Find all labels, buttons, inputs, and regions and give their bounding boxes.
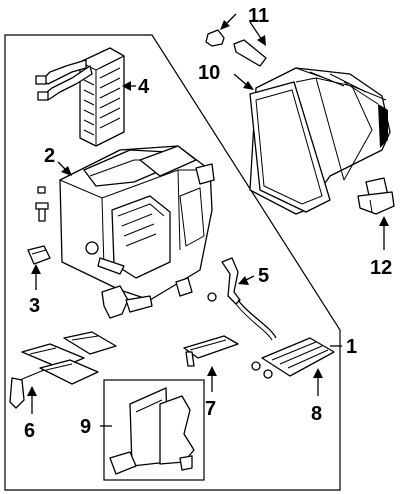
assembly-frame — [4, 34, 341, 491]
callout-5: 5 — [258, 265, 269, 287]
leader-lines — [27, 13, 389, 427]
callout-3: 3 — [29, 295, 40, 317]
screw — [35, 202, 49, 222]
callout-9: 9 — [80, 416, 91, 438]
callout-6: 6 — [24, 420, 35, 442]
control-cable — [207, 257, 277, 341]
callout-2: 2 — [44, 145, 55, 167]
callout-4: 4 — [138, 76, 150, 98]
clip — [27, 245, 51, 265]
callout-7: 7 — [205, 398, 216, 420]
small-clip — [37, 186, 46, 194]
heater-case — [59, 145, 215, 319]
callout-8: 8 — [311, 403, 322, 425]
temperature-door — [9, 331, 117, 409]
seal-kit — [109, 387, 195, 475]
blower-resistor — [205, 29, 267, 67]
subkit-box — [103, 379, 205, 481]
callout-1: 1 — [346, 336, 357, 358]
mounting-bracket — [357, 177, 395, 215]
callout-12: 12 — [370, 257, 392, 279]
callout-11: 11 — [248, 5, 269, 27]
blower-housing — [249, 67, 391, 215]
heater-core — [35, 47, 125, 147]
callout-10: 10 — [198, 62, 220, 84]
evaporator-core — [251, 337, 335, 379]
mode-door — [183, 335, 239, 367]
